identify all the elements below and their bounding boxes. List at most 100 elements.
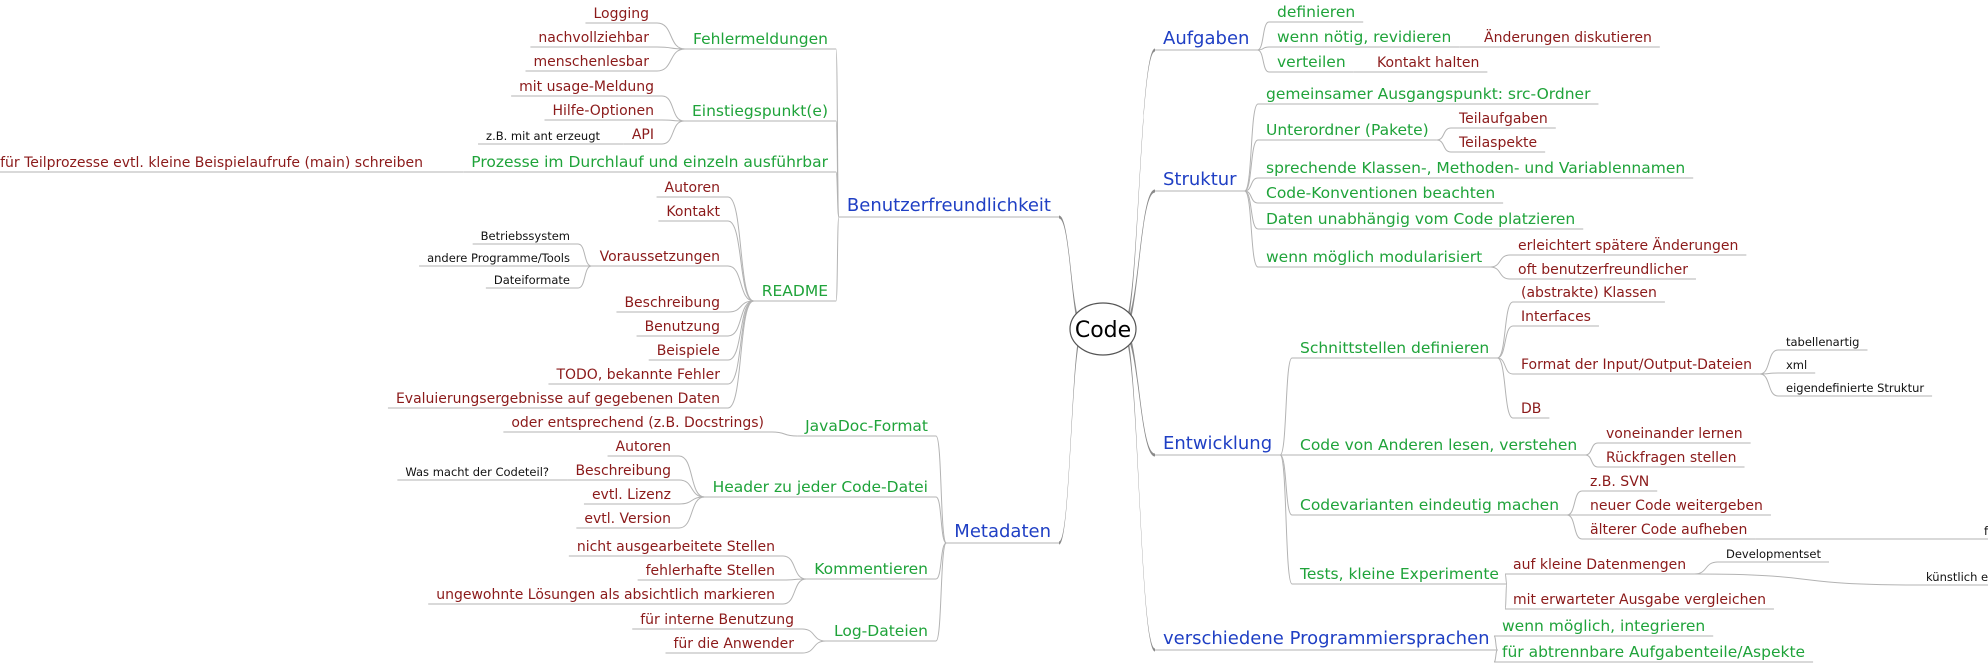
branch-verschiedene-programmiersprachen-fuer-abtrennbare-aufgabenteile-aspekte xyxy=(1493,649,1499,663)
node-metadaten-kommentieren: Kommentieren xyxy=(814,560,928,578)
node-entwicklung-tests-kleine-experimente: Tests, kleine Experimente xyxy=(1299,565,1499,583)
node-benutzerfreundlichkeit-readme-autoren: Autoren xyxy=(665,180,720,196)
node-entwicklung-schnittstellen-definieren-interfaces: Interfaces xyxy=(1521,309,1591,325)
node-benutzerfreundlichkeit-readme-kontakt: Kontakt xyxy=(666,204,720,220)
node-metadaten-header-zu-jeder-code-datei-beschreibung: Beschreibung xyxy=(575,463,671,479)
node-metadaten-header-zu-jeder-code-datei-beschreibung-was-macht-der-codeteil: Was macht der Codeteil? xyxy=(405,465,549,479)
center-label: Code xyxy=(1075,318,1131,343)
trunk-aufgaben xyxy=(1123,48,1155,334)
node-struktur-wenn-moeglich-modularisiert: wenn möglich modularisiert xyxy=(1266,248,1482,266)
branch-entwicklung-tests-kleine-experimente-auf-kleine-datenmengen-kuenstlich-erzeugte-beispieldaten xyxy=(1694,573,1919,586)
node-entwicklung-code-von-anderen-lesen-verstehen-voneinander-lernen: voneinander lernen xyxy=(1606,426,1743,442)
node-benutzerfreundlichkeit-fehlermeldungen: Fehlermeldungen xyxy=(693,30,828,48)
branch-struktur-wenn-moeglich-modularisiert-oft-benutzerfreundlicher xyxy=(1490,266,1511,280)
node-benutzerfreundlichkeit-prozesse-im-durchlauf-und-einzeln-ausfue: Prozesse im Durchlauf und einzeln ausfüh… xyxy=(471,153,828,171)
node-entwicklung-schnittstellen-definieren-format-der-input-output-dateien: Format der Input/Output-Dateien xyxy=(1521,357,1752,373)
branch-struktur-wenn-moeglich-modularisiert xyxy=(1244,190,1259,268)
node-entwicklung-schnittstellen-definieren-db: DB xyxy=(1521,401,1541,417)
branch-metadaten-kommentieren-nicht-ausgearbeitete-stellen xyxy=(782,555,807,580)
node-entwicklung-tests-kleine-experimente-auf-kleine-datenmengen: auf kleine Datenmengen xyxy=(1513,557,1686,573)
node-benutzerfreundlichkeit-readme-beschreibung: Beschreibung xyxy=(624,295,720,311)
branch-benutzerfreundlichkeit-einstiegspunkt-e-mit-usage-meldung xyxy=(661,95,685,122)
branch-benutzerfreundlichkeit-fehlermeldungen-menschenlesbar xyxy=(656,48,686,72)
node-layer: Aufgaben definieren wenn nötig, revidieren… xyxy=(0,3,1988,661)
node-entwicklung-code-von-anderen-lesen-verstehen-rueckfragen-stellen: Rückfragen stellen xyxy=(1606,450,1737,466)
node-entwicklung: Entwicklung xyxy=(1163,433,1272,454)
node-benutzerfreundlichkeit-readme-voraussetzungen-betriebssystem: Betriebssystem xyxy=(481,229,570,243)
node-metadaten-header-zu-jeder-code-datei-evtl-version: evtl. Version xyxy=(584,511,671,527)
node-benutzerfreundlichkeit-readme-voraussetzungen-andere-programme-tools: andere Programme/Tools xyxy=(427,251,570,265)
node-benutzerfreundlichkeit-einstiegspunkt-e-hilfe-optionen: Hilfe-Optionen xyxy=(553,103,655,119)
node-entwicklung-tests-kleine-experimente-auf-kleine-datenmengen-developmentset: Developmentset xyxy=(1726,547,1821,561)
node-benutzerfreundlichkeit-readme-voraussetzungen: Voraussetzungen xyxy=(600,249,720,265)
branch-entwicklung-code-von-anderen-lesen-verstehen-rueckfragen-stellen xyxy=(1585,454,1599,468)
branch-struktur-unterordner-pakete-teilaufgaben xyxy=(1436,127,1452,141)
node-benutzerfreundlichkeit-fehlermeldungen-nachvollziehbar: nachvollziehbar xyxy=(538,30,649,46)
branch-benutzerfreundlichkeit-prozesse-im-durchlauf-und-einzeln-ausfue xyxy=(835,171,840,218)
node-struktur-unterordner-pakete: Unterordner (Pakete) xyxy=(1266,121,1429,139)
link-layer xyxy=(0,21,1988,663)
branch-metadaten-log-dateien-fuer-interne-benutzung xyxy=(801,628,827,642)
node-benutzerfreundlichkeit-einstiegspunkt-e-api: API xyxy=(632,127,654,143)
center-node: Code xyxy=(1069,302,1137,356)
branch-aufgaben-definieren xyxy=(1257,21,1270,51)
node-metadaten-header-zu-jeder-code-datei-autoren: Autoren xyxy=(616,439,671,455)
node-benutzerfreundlichkeit-readme-benutzung: Benutzung xyxy=(645,319,720,335)
node-entwicklung-schnittstellen-definieren-format-der-input-output-dateien-tabellenartig: tabellenartig xyxy=(1786,335,1859,349)
branch-benutzerfreundlichkeit-readme-kontakt xyxy=(727,220,754,302)
branch-aufgaben-verteilen xyxy=(1257,49,1270,73)
node-metadaten-header-zu-jeder-code-datei: Header zu jeder Code-Datei xyxy=(713,478,928,496)
branch-benutzerfreundlichkeit-fehlermeldungen-logging xyxy=(656,22,686,50)
branch-benutzerfreundlichkeit-readme xyxy=(835,216,840,302)
node-entwicklung-codevarianten-eindeutig-machen-z-b-svn: z.B. SVN xyxy=(1590,474,1649,490)
node-struktur-code-konventionen-beachten: Code-Konventionen beachten xyxy=(1266,184,1495,202)
branch-entwicklung-tests-kleine-experimente xyxy=(1279,454,1293,585)
branch-entwicklung-codevarianten-eindeutig-machen xyxy=(1279,454,1293,516)
branch-metadaten-header-zu-jeder-code-datei-beschreibung xyxy=(678,479,705,498)
branch-metadaten-header-zu-jeder-code-datei-evtl-version xyxy=(678,496,705,529)
branch-struktur-unterordner-pakete xyxy=(1244,139,1259,192)
branch-entwicklung-tests-kleine-experimente-mit-erwarteter-ausgabe-vergleichen xyxy=(1504,583,1508,610)
node-metadaten-kommentieren-fehlerhafte-stellen: fehlerhafte Stellen xyxy=(646,563,775,579)
branch-verschiedene-programmiersprachen-wenn-moeglich-integrieren xyxy=(1493,635,1499,651)
branch-benutzerfreundlichkeit-einstiegspunkt-e-api xyxy=(661,120,685,145)
node-struktur-wenn-moeglich-modularisiert-oft-benutzerfreundlicher: oft benutzerfreundlicher xyxy=(1518,262,1688,278)
branch-entwicklung-schnittstellen-definieren-db xyxy=(1496,357,1514,419)
trunk-entwicklung xyxy=(1123,324,1155,457)
branch-metadaten-header-zu-jeder-code-datei xyxy=(935,496,947,544)
node-entwicklung-schnittstellen-definieren-format-der-input-output-dateien-xml: xml xyxy=(1786,358,1807,372)
node-aufgaben-wenn-noetig-revidieren: wenn nötig, revidieren xyxy=(1277,28,1451,46)
branch-metadaten-javadoc-format xyxy=(935,435,947,544)
branch-entwicklung-schnittstellen-definieren-abstrakte-klassen xyxy=(1497,301,1514,359)
node-metadaten-javadoc-format-oder-entsprechend-z-b-docstrings: oder entsprechend (z.B. Docstrings) xyxy=(511,415,764,431)
node-benutzerfreundlichkeit-readme-beispiele: Beispiele xyxy=(657,343,720,359)
trunk-struktur xyxy=(1123,189,1155,334)
node-aufgaben: Aufgaben xyxy=(1163,28,1249,49)
node-struktur-unterordner-pakete-teilaufgaben: Teilaufgaben xyxy=(1458,111,1548,127)
node-benutzerfreundlichkeit-fehlermeldungen-menschenlesbar: menschenlesbar xyxy=(534,54,650,70)
branch-entwicklung-code-von-anderen-lesen-verstehen-voneinander-lernen xyxy=(1585,442,1599,456)
node-aufgaben-verteilen-kontakt-halten: Kontakt halten xyxy=(1377,55,1479,71)
node-verschiedene-programmiersprachen: verschiedene Programmiersprachen xyxy=(1163,628,1490,649)
node-aufgaben-definieren: definieren xyxy=(1277,3,1355,21)
node-struktur-sprechende-klassen-methoden-und-variable: sprechende Klassen-, Methoden- und Varia… xyxy=(1266,159,1685,177)
branch-benutzerfreundlichkeit-readme-todo-bekannte-fehler xyxy=(727,300,754,385)
node-metadaten-kommentieren-nicht-ausgearbeitete-stellen: nicht ausgearbeitete Stellen xyxy=(577,539,775,555)
branch-metadaten-header-zu-jeder-code-datei-autoren xyxy=(678,455,705,498)
node-metadaten-log-dateien: Log-Dateien xyxy=(834,622,928,640)
branch-benutzerfreundlichkeit-readme-voraussetzungen-betriebssystem xyxy=(577,243,592,267)
node-benutzerfreundlichkeit-readme-todo-bekannte-fehler: TODO, bekannte Fehler xyxy=(555,367,720,383)
node-metadaten-log-dateien-fuer-interne-benutzung: für interne Benutzung xyxy=(640,612,794,628)
node-metadaten-log-dateien-fuer-die-anwender: für die Anwender xyxy=(674,636,795,652)
node-benutzerfreundlichkeit-readme: README xyxy=(762,282,828,300)
node-benutzerfreundlichkeit-einstiegspunkt-e: Einstiegspunkt(e) xyxy=(692,102,828,120)
branch-benutzerfreundlichkeit-readme-evaluierungsergebnisse-auf-gegebenen-dat xyxy=(727,300,754,409)
branch-entwicklung-schnittstellen-definieren xyxy=(1279,357,1293,456)
branch-entwicklung-codevarianten-eindeutig-machen-aelterer-code-aufheben xyxy=(1566,514,1583,540)
node-verschiedene-programmiersprachen-fuer-abtrennbare-aufgabenteile-aspekte: für abtrennbare Aufgabenteile/Aspekte xyxy=(1502,643,1805,661)
branch-benutzerfreundlichkeit-readme-voraussetzungen xyxy=(727,265,754,302)
node-aufgaben-verteilen: verteilen xyxy=(1277,53,1346,71)
branch-struktur-sprechende-klassen-methoden-und-variable xyxy=(1244,177,1259,192)
node-benutzerfreundlichkeit-fehlermeldungen-logging: Logging xyxy=(593,6,649,22)
